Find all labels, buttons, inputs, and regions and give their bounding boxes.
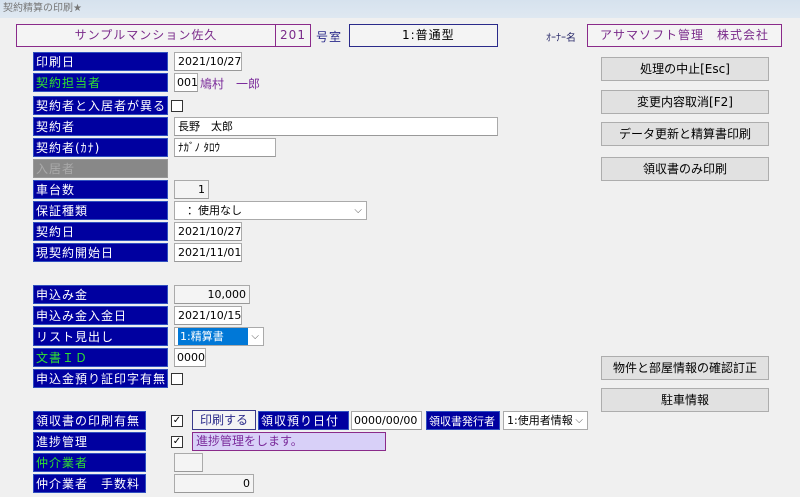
guarantee-label: 保証種類 [33,201,168,220]
print-date-input[interactable]: 2021/10/27 [174,52,242,71]
list-heading-label: リスト見出し [33,327,168,346]
differs-checkbox[interactable] [171,100,183,112]
receipt-print-checkbox[interactable]: ✓ [171,415,183,427]
cars-label: 車台数 [33,180,168,199]
print-button[interactable]: 印刷する [192,410,256,430]
cancel-button[interactable]: 処理の中止[Esc] [601,57,769,81]
contractor-label: 契約者 [33,117,168,136]
staff-label: 契約担当者 [33,73,168,92]
differs-label: 契約者と入居者が異る [33,96,168,115]
receipt-date-input[interactable]: 0000/00/00 [351,411,422,430]
window-title: 契約精算の印刷★ [0,0,800,18]
progress-input[interactable]: 進捗管理をします。 [192,432,386,451]
owner-label: ｵｰﾅｰ名 [546,33,576,44]
progress-checkbox[interactable]: ✓ [171,436,183,448]
receipt-only-button[interactable]: 領収書のみ印刷 [601,157,769,181]
room-number: 201 [275,24,311,47]
broker-label: 仲介業者 [33,453,146,472]
progress-label: 進捗管理 [33,432,146,451]
start-date-input[interactable]: 2021/11/01 [174,243,242,262]
staff-code-input[interactable]: 001 [174,73,198,92]
staff-name: 鳩村 一郎 [200,77,261,91]
update-print-button[interactable]: データ更新と精算書印刷 [601,122,769,146]
doc-id-input[interactable]: 0000 [174,348,206,367]
receipt-issuer-label: 領収書発行者 [426,411,500,430]
contractor-kana-input[interactable]: ﾅｶﾞﾉ ﾀﾛｳ [174,138,276,157]
room-type: 1:普通型 [349,24,498,47]
resident-label: 入居者 [33,159,168,178]
receipt-date-label: 領収預り日付 [258,411,349,430]
broker-fee-input[interactable]: 0 [174,474,254,493]
receipt-issuer-value: 1:使用者情報 [507,414,573,427]
list-heading-value: 1:精算書 [178,328,248,345]
contract-date-input[interactable]: 2021/10/27 [174,222,242,241]
receipt-stamp-label: 申込金預り証印字有無 [33,369,168,388]
receipt-issuer-select[interactable]: 1:使用者情報⌵ [503,411,588,430]
contractor-input[interactable]: 長野 太郎 [174,117,498,136]
broker-fee-label: 仲介業者 手数料 [33,474,146,493]
start-date-label: 現契約開始日 [33,243,168,262]
list-heading-select[interactable]: 1:精算書⌵ [174,327,264,346]
guarantee-value: ：使用なし [187,204,242,217]
application-fee-input[interactable]: 10,000 [174,285,250,304]
contract-date-label: 契約日 [33,222,168,241]
fee-date-label: 申込み金入金日 [33,306,168,325]
receipt-stamp-checkbox[interactable] [171,373,183,385]
application-fee-label: 申込み金 [33,285,168,304]
receipt-print-label: 領収書の印刷有無 [33,411,146,430]
fee-date-input[interactable]: 2021/10/15 [174,306,242,325]
revert-button[interactable]: 変更内容取消[F2] [601,90,769,114]
doc-id-label: 文書ＩＤ [33,348,168,367]
property-info-button[interactable]: 物件と部屋情報の確認訂正 [601,356,769,380]
chevron-down-icon: ⌵ [354,205,362,216]
chevron-down-icon: ⌵ [251,331,259,342]
broker-input[interactable] [174,453,203,472]
owner-name: アサマソフト管理 株式会社 [587,24,782,47]
room-suffix: 号室 [316,30,343,44]
property-name: サンプルマンション佐久 [16,24,276,47]
guarantee-select[interactable]: ：使用なし ⌵ [174,201,367,220]
parking-button[interactable]: 駐車情報 [601,388,769,412]
contractor-kana-label: 契約者(ｶﾅ) [33,138,168,157]
cars-input[interactable]: 1 [174,180,209,199]
print-date-label: 印刷日 [33,52,168,71]
chevron-down-icon: ⌵ [575,415,583,426]
